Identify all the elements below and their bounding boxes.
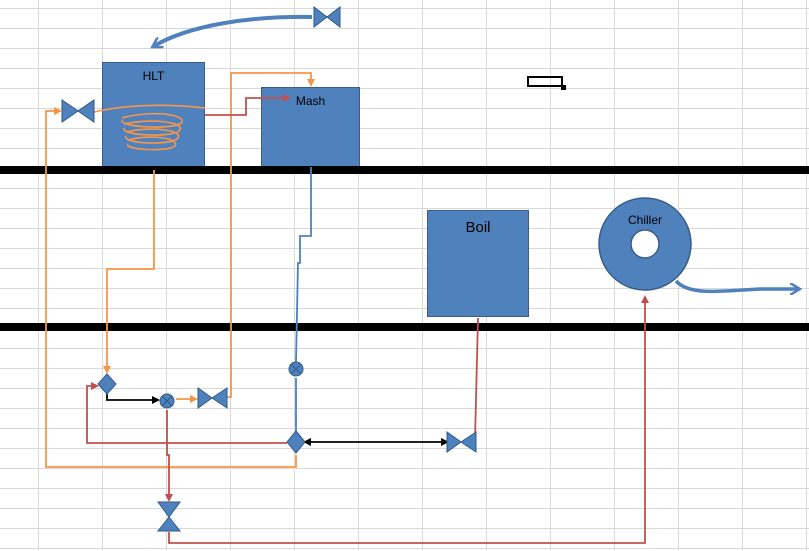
hlt-diverter-junction[interactable]	[97, 373, 117, 395]
pump-links	[106, 394, 449, 446]
hot-water-lines	[45, 72, 315, 468]
return-flow-arrow	[154, 14, 313, 46]
boil-label: Boil	[465, 219, 491, 236]
chiller[interactable]	[598, 197, 692, 291]
mash-diverter-junction[interactable]	[286, 430, 306, 454]
hlt-label: HLT	[142, 69, 165, 83]
top-return-valve[interactable]	[313, 5, 341, 29]
chiller-outlet-arrow	[674, 279, 798, 291]
hlt-heating-coil	[93, 104, 206, 151]
hlt-vessel[interactable]: HLT	[102, 62, 205, 169]
mash-label: Mash	[295, 94, 326, 108]
boil-outlet-valve[interactable]	[446, 431, 477, 453]
hlt-pump[interactable]	[159, 393, 175, 409]
selected-cell[interactable]	[527, 76, 563, 87]
mash-drain-line	[295, 167, 312, 432]
hlt-inlet-valve[interactable]	[61, 99, 95, 123]
chiller-label: Chiller	[627, 213, 662, 227]
lower-floor-bar	[0, 323, 809, 331]
mash-pump[interactable]	[288, 361, 304, 377]
fill-handle[interactable]	[561, 85, 566, 90]
boil-vessel[interactable]: Boil	[427, 210, 529, 317]
wort-lines	[86, 94, 649, 544]
mash-vessel[interactable]: Mash	[261, 87, 360, 167]
upper-floor-bar	[0, 166, 809, 174]
chiller-feed-valve[interactable]	[156, 501, 182, 532]
hot-water-valve[interactable]	[197, 387, 228, 409]
